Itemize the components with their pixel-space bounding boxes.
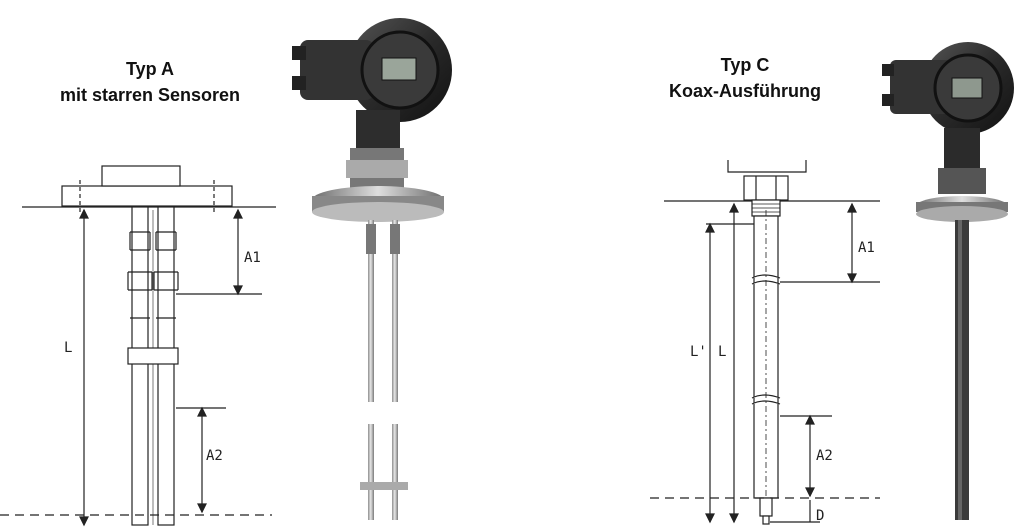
type-a-label-a1: A1 [244,250,261,266]
type-c-label-l: L [718,344,726,360]
type-c-title: Typ C Koax-Ausführung [640,52,850,104]
type-a-title: Typ A mit starren Sensoren [20,56,280,108]
type-a-flange [61,185,233,207]
type-a-rod-right [153,206,179,526]
type-a-spacer [127,347,179,365]
type-c-drawing [650,160,880,525]
type-c-label-d: D [816,508,824,524]
transmitter-coax-probe-icon [882,42,1014,520]
type-c-title-line1: Typ C [720,55,770,75]
type-c-coax-tube [753,215,779,499]
type-a-title-line1: Typ A [126,59,174,79]
type-c-label-a1: A1 [858,240,875,256]
type-a-drawing [0,165,276,527]
type-c-title-line2: Koax-Ausführung [669,81,821,101]
type-c-label-a2: A2 [816,448,833,464]
type-a-flange-top [101,165,181,187]
type-a-label-a2: A2 [206,448,223,464]
type-a-title-line2: mit starren Sensoren [59,85,241,105]
type-a-label-l: L [64,340,72,356]
transmitter-rigid-probe-icon [292,18,452,520]
type-c-hex-nut [743,175,789,201]
type-a-rod-left [127,206,153,526]
type-c-label-lprime: L' [690,344,707,360]
